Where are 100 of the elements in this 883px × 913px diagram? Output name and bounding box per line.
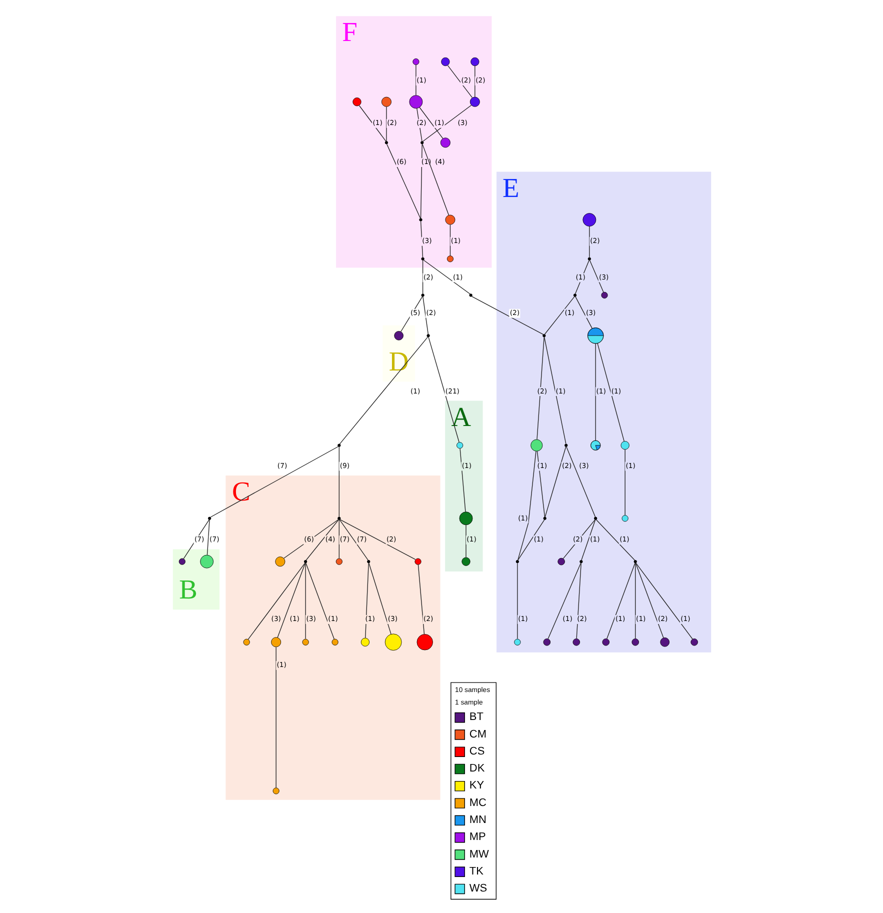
connector xyxy=(588,226,590,258)
node-circle xyxy=(408,95,422,109)
connector xyxy=(386,144,420,219)
legend-label: MN xyxy=(468,814,486,826)
connector xyxy=(566,446,596,518)
node-circle xyxy=(542,516,546,520)
node-circle xyxy=(420,257,424,260)
node-circle xyxy=(420,294,424,297)
connector xyxy=(415,64,416,96)
connector xyxy=(422,260,423,294)
node-circle xyxy=(582,213,596,226)
connector xyxy=(536,450,545,518)
node-circle xyxy=(352,98,361,106)
connector xyxy=(422,296,428,335)
node-circle xyxy=(420,141,424,144)
node-circle xyxy=(412,58,419,66)
legend-label: MP xyxy=(468,831,486,844)
connector xyxy=(624,449,625,516)
node-circle xyxy=(360,638,370,646)
node-circle xyxy=(572,294,576,297)
node-circle xyxy=(579,560,582,564)
node-circle xyxy=(440,57,450,66)
connector xyxy=(206,519,210,556)
node-circle xyxy=(337,516,340,520)
node-circle xyxy=(384,141,388,144)
node-circle xyxy=(620,441,629,450)
node-circle xyxy=(416,634,432,650)
node-circle xyxy=(426,334,430,338)
legend-label: BT xyxy=(468,711,483,724)
node-circle xyxy=(272,788,279,794)
connector xyxy=(422,104,472,142)
connector xyxy=(338,446,339,518)
node-circle xyxy=(514,638,520,646)
connector xyxy=(364,562,368,638)
connector xyxy=(580,519,596,560)
node-circle xyxy=(587,257,590,260)
connector xyxy=(576,562,581,639)
connector xyxy=(358,105,386,142)
legend-label: KY xyxy=(468,780,484,792)
node-circle xyxy=(335,558,342,565)
node-circle xyxy=(633,560,636,564)
connector xyxy=(247,562,305,640)
node-circle xyxy=(384,634,402,651)
node-circle xyxy=(337,444,340,447)
node-circle xyxy=(468,294,472,297)
node-circle xyxy=(242,638,250,646)
connector xyxy=(304,562,306,640)
node-circle xyxy=(394,331,403,340)
connector xyxy=(562,519,595,559)
connector xyxy=(516,562,518,640)
connector xyxy=(595,519,635,561)
node-circle xyxy=(690,638,698,646)
node-circle xyxy=(530,439,542,452)
connector xyxy=(574,296,592,329)
node-circle xyxy=(660,637,669,647)
node-circle xyxy=(270,637,281,648)
node-circle xyxy=(461,557,470,566)
legend-label: CM xyxy=(468,728,486,740)
connector xyxy=(416,108,422,142)
connector xyxy=(417,564,424,634)
node-circle xyxy=(469,96,480,107)
connector xyxy=(544,446,566,518)
node-circle xyxy=(444,214,455,225)
node-circle xyxy=(542,334,546,338)
connector xyxy=(420,144,422,219)
node-circle xyxy=(621,515,628,522)
legend-label: CS xyxy=(468,745,484,758)
node-circle xyxy=(414,558,421,565)
connector xyxy=(465,524,466,558)
node-circle xyxy=(207,516,211,520)
node-circle xyxy=(303,560,307,564)
legend-label: DK xyxy=(468,762,484,775)
connector xyxy=(594,343,596,441)
node-circle xyxy=(366,560,370,564)
node-circle xyxy=(302,638,308,646)
connector xyxy=(606,562,635,640)
connector xyxy=(338,336,428,444)
legend-label: MC xyxy=(468,796,486,809)
node-circle xyxy=(557,558,564,566)
connector xyxy=(596,343,624,442)
node-circle xyxy=(446,256,454,262)
legend-label: MW xyxy=(468,848,488,860)
connector xyxy=(547,562,581,640)
node-circle xyxy=(602,638,609,646)
node-circle xyxy=(274,556,285,567)
connector xyxy=(588,260,604,293)
connector xyxy=(470,296,544,335)
node-circle xyxy=(594,516,597,520)
cluster: B xyxy=(172,549,219,610)
connector xyxy=(368,562,391,635)
node-circle xyxy=(200,554,214,568)
node-circle xyxy=(456,442,463,449)
node-circle xyxy=(515,560,518,564)
connector xyxy=(474,66,475,98)
legend-label: TK xyxy=(468,865,483,878)
node-circle xyxy=(418,218,422,222)
node-circle xyxy=(178,558,185,565)
node-circle xyxy=(440,138,450,148)
connector xyxy=(422,144,449,216)
cluster: D xyxy=(382,325,414,382)
